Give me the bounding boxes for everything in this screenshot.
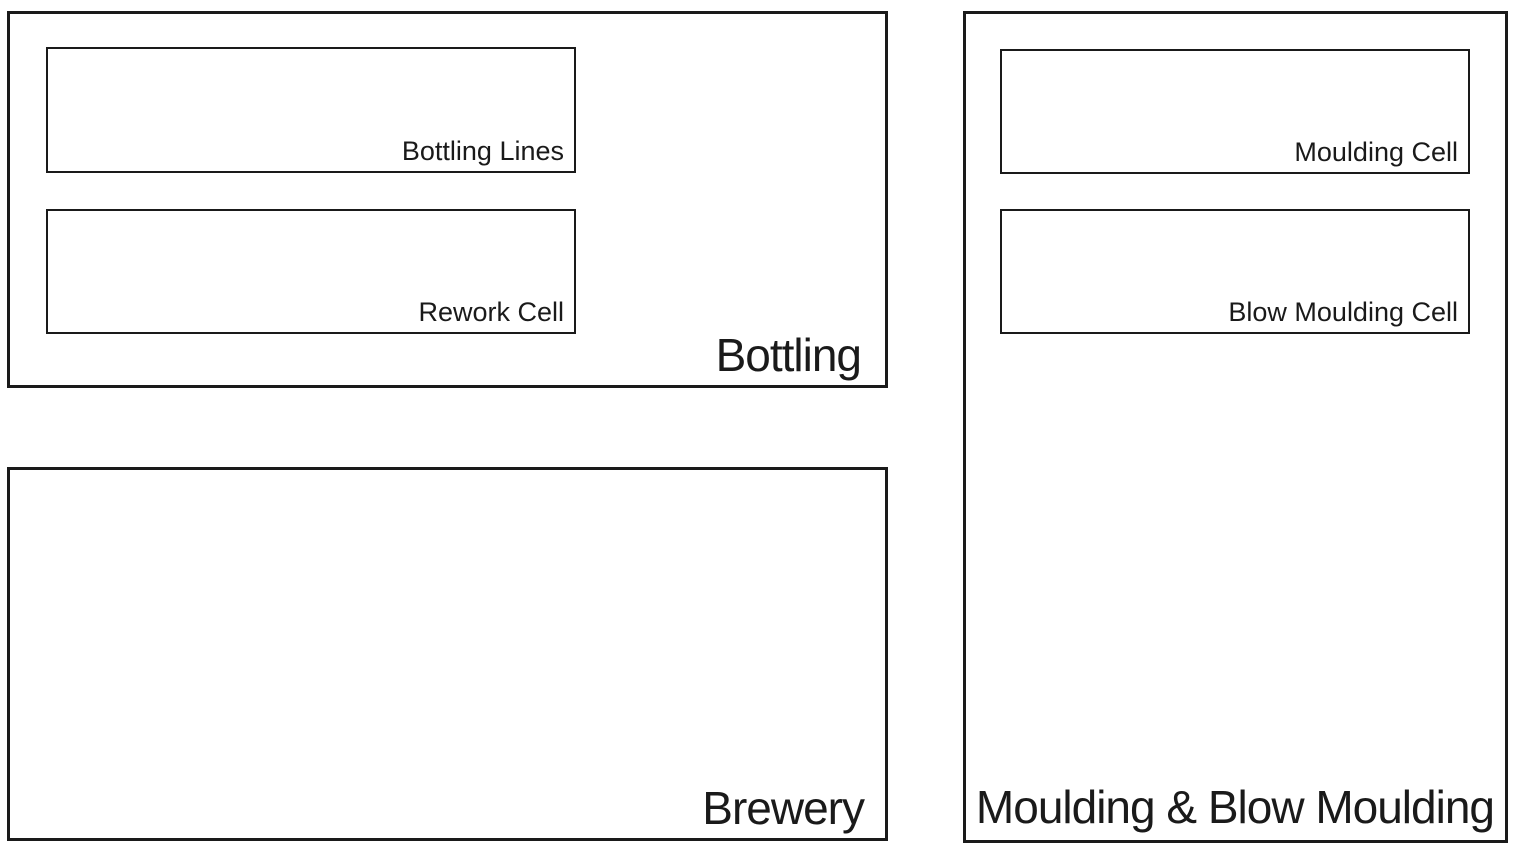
- cell-blow-moulding: Blow Moulding Cell: [1000, 209, 1470, 334]
- zone-brewery-label: Brewery: [702, 782, 865, 834]
- cell-bottling-lines-label: Bottling Lines: [401, 136, 564, 166]
- cell-rework: Rework Cell: [46, 209, 576, 334]
- zone-moulding-blow-moulding: Moulding Cell Blow Moulding Cell Mouldin…: [963, 11, 1508, 843]
- cell-bottling-lines: Bottling Lines: [46, 47, 576, 173]
- cell-moulding-label: Moulding Cell: [1294, 137, 1458, 167]
- cell-moulding: Moulding Cell: [1000, 49, 1470, 174]
- zone-brewery: Brewery: [7, 467, 888, 841]
- zone-bottling-label: Bottling: [715, 329, 862, 381]
- zone-moulding-blow-moulding-label: Moulding & Blow Moulding: [975, 781, 1495, 833]
- zone-bottling: Bottling Lines Rework Cell Bottling: [7, 11, 888, 388]
- cell-blow-moulding-label: Blow Moulding Cell: [1228, 297, 1458, 327]
- cell-rework-label: Rework Cell: [418, 297, 564, 327]
